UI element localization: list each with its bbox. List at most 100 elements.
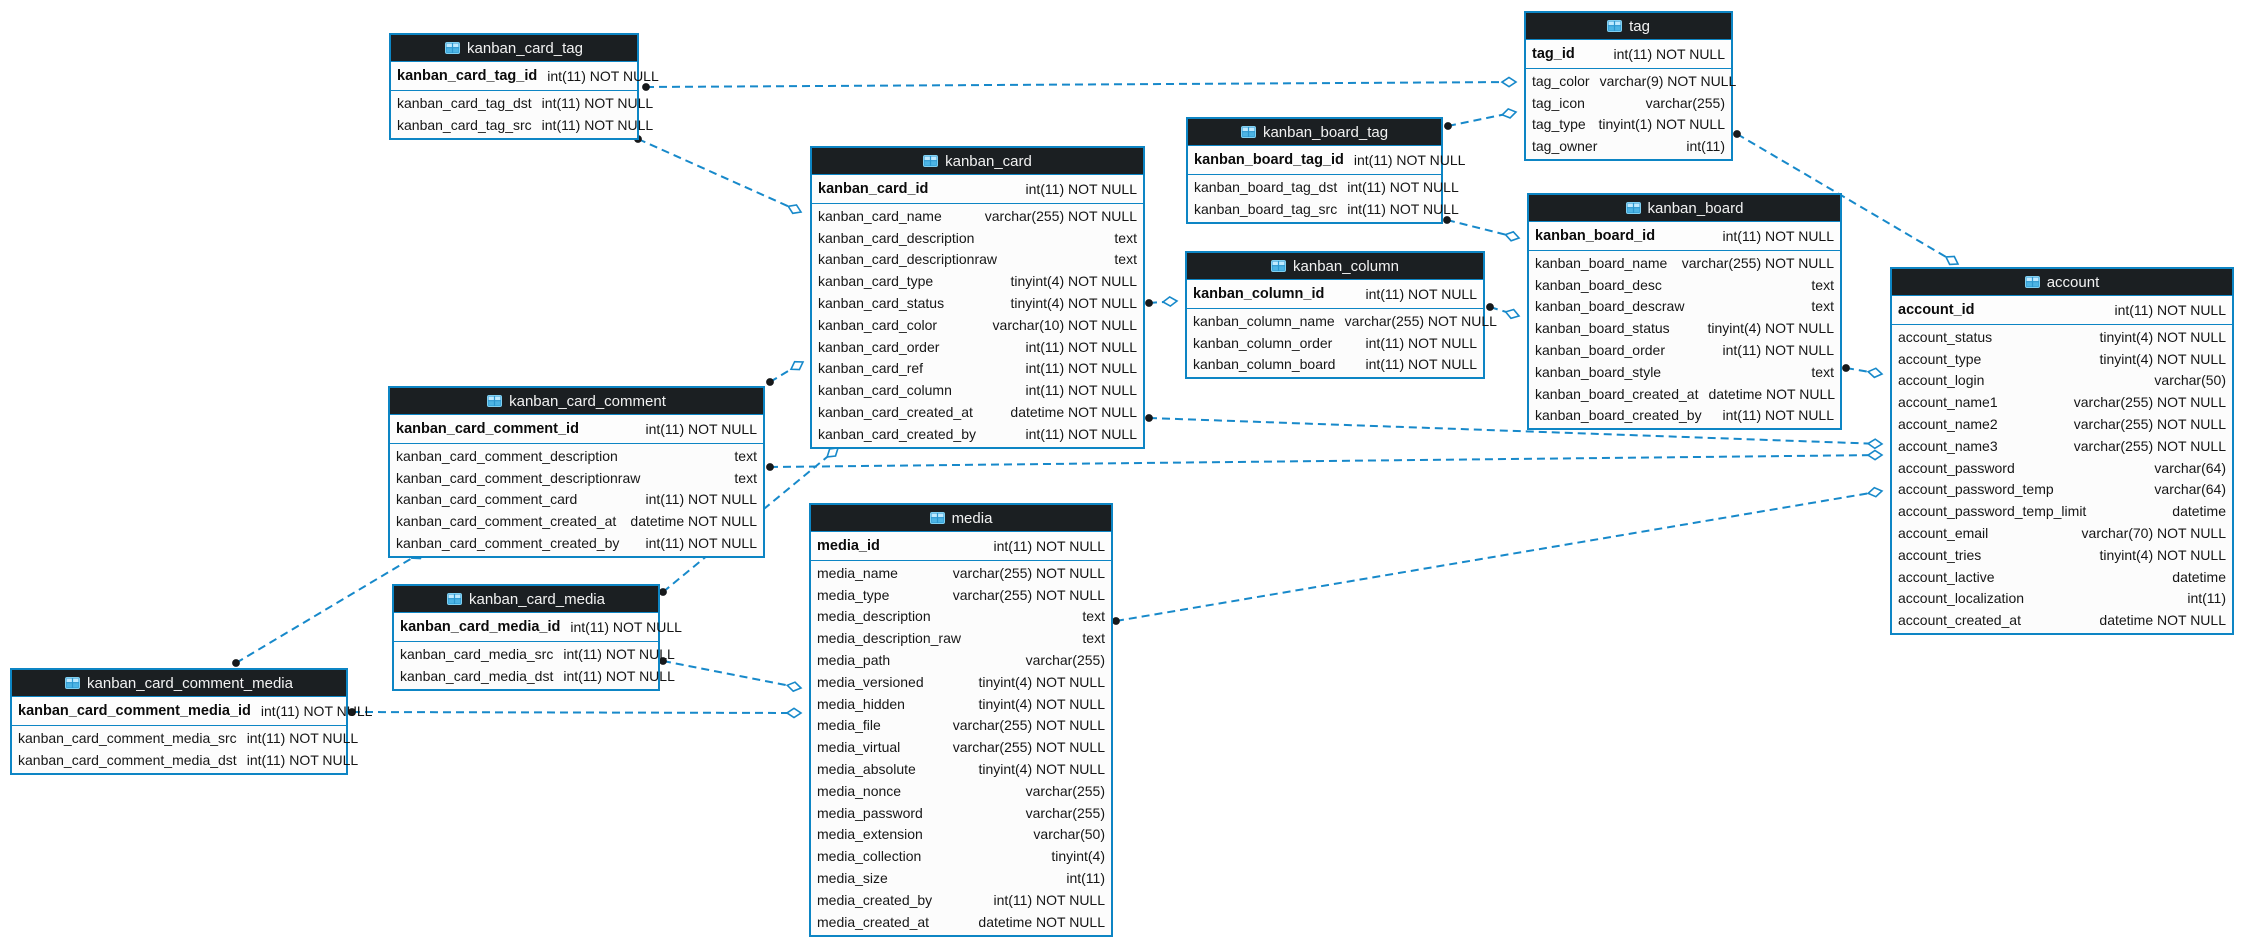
relationship-line[interactable] xyxy=(1148,417,1883,445)
relationship-line[interactable] xyxy=(1736,133,1959,265)
relationship-kanban_board_tag-to-kanban_board[interactable] xyxy=(1443,216,1521,243)
relationship-tag-to-account[interactable] xyxy=(1733,130,1961,268)
table-header[interactable]: kanban_card xyxy=(812,148,1143,175)
table-header[interactable]: media xyxy=(811,505,1111,532)
primary-key-row[interactable]: account_id int(11) NOT NULL xyxy=(1892,296,2232,325)
primary-key-row[interactable]: kanban_board_id int(11) NOT NULL xyxy=(1529,222,1840,251)
table-kanban_board_tag[interactable]: kanban_board_tag kanban_board_tag_id int… xyxy=(1186,117,1465,224)
relationship-kanban_board-to-account[interactable] xyxy=(1842,364,1884,379)
table-header[interactable]: kanban_card_comment_media xyxy=(12,670,346,697)
primary-key-row[interactable]: kanban_card_comment_id int(11) NOT NULL xyxy=(390,415,763,444)
table-kanban_card_media[interactable]: kanban_card_media kanban_card_media_id i… xyxy=(392,584,682,691)
relationship-kanban_card-to-kanban_column[interactable] xyxy=(1145,295,1179,308)
table-header[interactable]: kanban_board xyxy=(1529,195,1840,222)
relationship-kanban_card_comment-to-kanban_card[interactable] xyxy=(766,358,806,386)
relationship-kanban_card_comment-to-account[interactable] xyxy=(766,449,1884,471)
table-header[interactable]: kanban_board_tag xyxy=(1188,119,1441,146)
primary-key-row[interactable]: kanban_card_media_id int(11) NOT NULL xyxy=(394,613,682,642)
relationship-line[interactable] xyxy=(637,138,802,213)
relationship-kanban_card_tag-to-kanban_card[interactable] xyxy=(634,135,803,217)
table-header[interactable]: account xyxy=(1892,269,2232,296)
table-kanban_card_tag[interactable]: kanban_card_tag kanban_card_tag_id int(1… xyxy=(389,33,659,140)
relationship-kanban_card_media-to-media[interactable] xyxy=(659,657,803,693)
relationship-line[interactable] xyxy=(645,81,1517,88)
primary-key-row[interactable]: kanban_column_id int(11) NOT NULL xyxy=(1187,280,1483,309)
table-kanban_card_comment_media[interactable]: kanban_card_comment_media kanban_card_co… xyxy=(10,668,372,775)
relationship-line[interactable] xyxy=(769,454,1883,468)
relationship-kanban_board_tag-to-tag[interactable] xyxy=(1444,107,1518,130)
table-kanban_card[interactable]: kanban_card kanban_card_id int(11) NOT N… xyxy=(810,146,1145,449)
primary-key-row[interactable]: kanban_card_comment_media_id int(11) NOT… xyxy=(12,697,372,726)
relationship-line[interactable] xyxy=(1115,490,1883,622)
primary-key-row[interactable]: tag_id int(11) NOT NULL xyxy=(1526,40,1731,69)
table-kanban_column[interactable]: kanban_column kanban_column_id int(11) N… xyxy=(1185,251,1497,380)
relationship-line[interactable] xyxy=(662,447,839,593)
relationship-kanban_card_comment_media-to-media[interactable] xyxy=(348,707,803,719)
table-header[interactable]: kanban_card_media xyxy=(394,586,658,613)
table-account[interactable]: account account_id int(11) NOT NULL acco… xyxy=(1890,267,2234,636)
relationship-line[interactable] xyxy=(351,711,802,714)
table-header[interactable]: tag xyxy=(1526,13,1731,40)
table-kanban_board[interactable]: kanban_board kanban_board_id int(11) NOT… xyxy=(1527,193,1842,431)
primary-key-row[interactable]: media_id int(11) NOT NULL xyxy=(811,532,1111,561)
table-kanban_card_comment[interactable]: kanban_card_comment kanban_card_comment_… xyxy=(388,386,765,558)
